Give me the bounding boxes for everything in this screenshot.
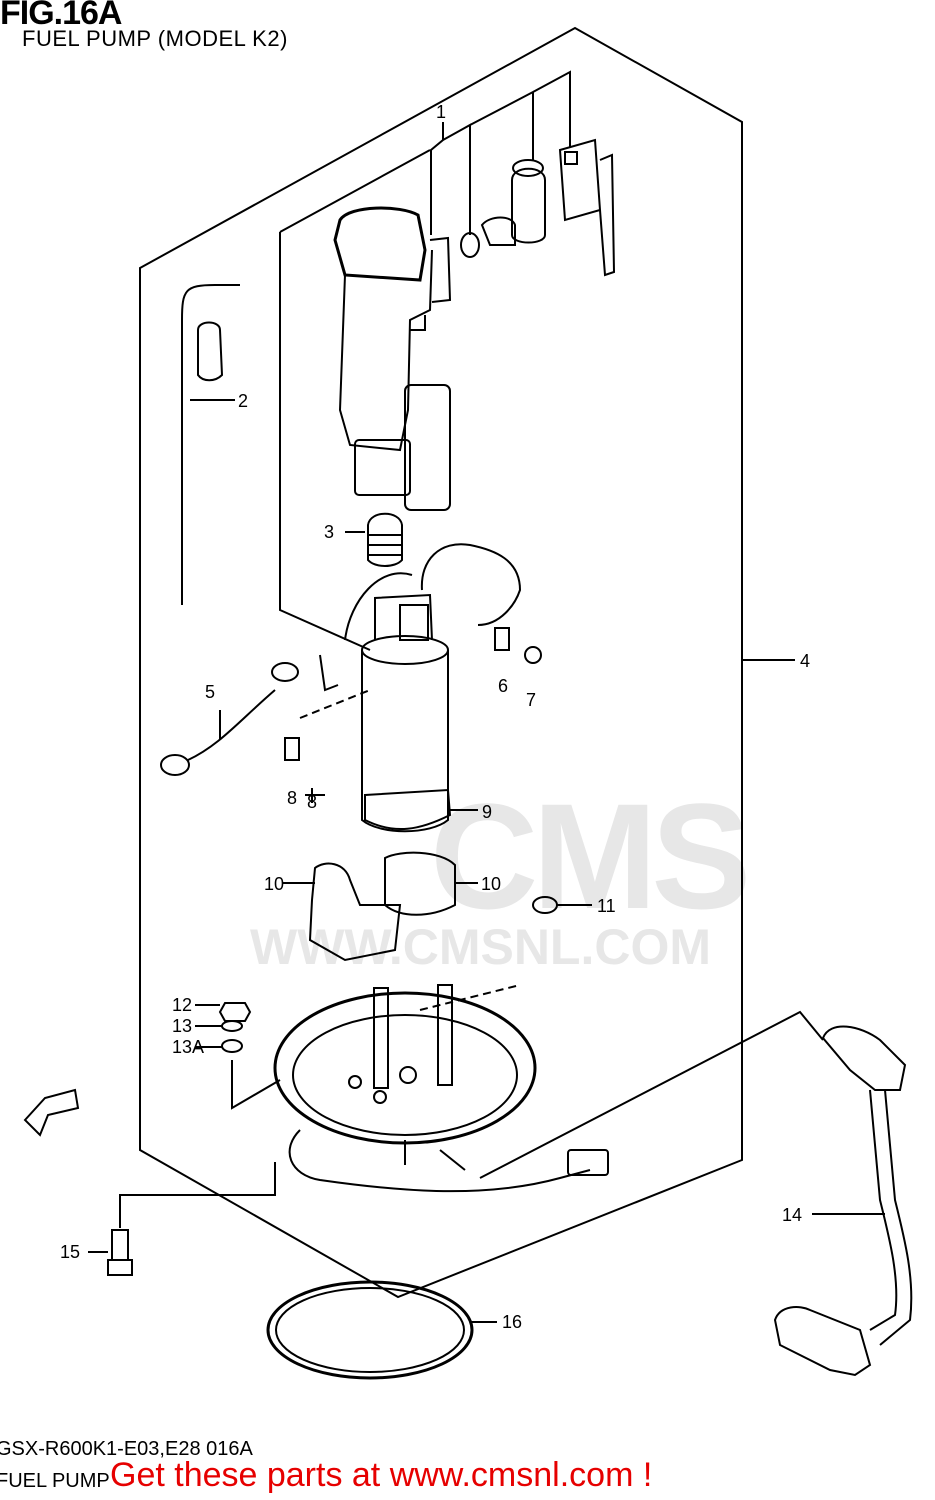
fwd-arrow-shape [23,1088,80,1137]
callout-6: 3 [324,522,334,542]
figure-subtitle: FUEL PUMP (MODEL K2) [22,26,288,51]
watermark-brand: CMS [430,772,751,940]
callout-7: 11 [597,896,616,916]
o-ring-7 [532,896,558,914]
callout-4: 9 [482,802,492,822]
leader-15 [119,1162,276,1228]
pump-base-plate [273,984,537,1165]
figure-name: FUEL PUMP [0,1470,110,1492]
grommet [367,512,403,567]
callout-11: 13A [172,1037,204,1057]
cta-link[interactable]: Get these parts at www.cmsnl.com ! [110,1456,653,1494]
callout-5: 10 [481,874,501,894]
callout-14: 16 [502,1312,522,1332]
fuel-hose-16 [773,1025,913,1377]
callout-12: 13 [172,1016,192,1036]
assembly-frame [139,26,743,1299]
outlet-pipe [439,1149,466,1171]
screw-10 [524,646,542,664]
screw-9 [305,788,325,803]
harness-connector [567,1149,609,1176]
figure-code: GSX-R600K1-E03,E28 016A [0,1438,253,1460]
leader-2 [430,70,571,235]
callout-9: 8 [307,792,317,812]
washer-11 [221,1039,243,1053]
nut-13 [218,1002,252,1022]
o-ring-14 [266,1280,474,1380]
hose-link-line [479,1010,824,1179]
clip-4 [364,788,452,831]
callout-10a: 2 [238,391,248,411]
wire-harness-13A [160,654,339,776]
watermark-url: WWW.CMSNL.COM [250,919,712,975]
leader-11-13 [231,1060,281,1110]
washer-12 [221,1020,243,1032]
callout-3: 10 [264,874,284,894]
callout-8a: 6 [498,676,508,696]
pump-motor [344,543,522,833]
callout-2: 1 [436,102,446,122]
callout-16: 14 [782,1205,802,1225]
plate-8 [284,737,300,761]
figure-title: FIG.16A [0,0,122,32]
fuel-filter-housing [333,206,452,511]
pump-harness [288,1129,591,1193]
pressure-regulator [460,159,546,258]
callout-8b: 8 [287,788,297,808]
bolt-15 [107,1229,133,1276]
callout-13A: 5 [205,682,215,702]
callout-10b: 7 [526,690,536,710]
clip-5 [384,851,456,916]
callout-13: 12 [172,995,192,1015]
callout-1: 4 [800,651,810,671]
bracket-3 [308,862,402,962]
plate-8b [494,627,510,651]
callout-15: 15 [60,1242,80,1262]
level-sensor [181,284,240,605]
bracket-clip [558,138,616,277]
sub-assembly-frame [279,149,431,651]
